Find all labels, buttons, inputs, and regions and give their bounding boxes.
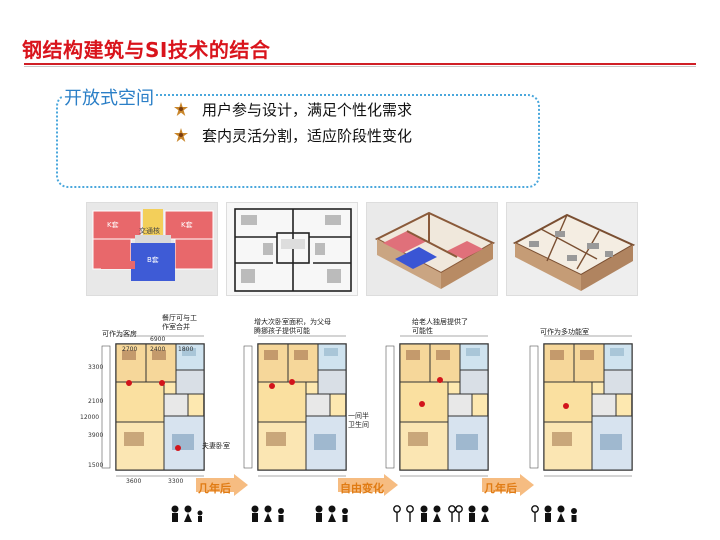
family-icon: [531, 505, 577, 522]
3d-view-thumb: [366, 202, 498, 296]
dim-label: 3300: [88, 364, 104, 371]
plan-caption: 餐厅可与工 作室合并: [162, 314, 197, 331]
dim-label: 3300: [168, 478, 184, 485]
family-icon: [251, 505, 284, 522]
bullet-item: 套内灵活分割，适应阶段性变化: [174, 122, 412, 148]
section-label: 开放式空间: [62, 84, 156, 110]
family-icons-stage4: [392, 505, 472, 523]
dim-label: 3600: [126, 478, 142, 485]
transition-arrow: [482, 474, 534, 496]
plan-caption: 增大次卧室面积，为父母 腾挪孩子提供可能: [254, 318, 331, 335]
module-label: B套: [147, 256, 159, 264]
3d-furnished-thumb: [506, 202, 638, 296]
floor-plans-drawing: [101, 335, 633, 477]
transition-label: 几年后: [198, 482, 231, 495]
star-bullet-icon: [174, 128, 188, 142]
floor-plan-thumb: [226, 202, 358, 296]
title-rule: [24, 63, 696, 65]
transition-arrow: [196, 474, 248, 496]
plan-caption: 可作为客房: [102, 330, 137, 338]
dim-label: 1500: [88, 462, 104, 469]
transition-arrow: [338, 474, 398, 496]
plan-caption: 可作为多功能室: [540, 328, 589, 336]
family-icon: [455, 505, 489, 522]
slide-title: 钢结构建筑与SI技术的结合: [22, 38, 271, 62]
bullet-text: 套内灵活分割，适应阶段性变化: [202, 126, 413, 145]
bullet-box: [56, 94, 540, 188]
dim-label: 2700: [122, 346, 138, 353]
floor-plan-drawing: [227, 203, 357, 295]
family-icons-stage2: [250, 505, 290, 523]
module-label: K套: [181, 221, 193, 229]
3d-unit-drawing: [367, 203, 497, 295]
family-icon: [315, 505, 348, 522]
family-icons-stage5: [454, 505, 494, 523]
title-rule-shadow: [24, 66, 696, 67]
plan-caption: 给老人独居提供了 可能性: [412, 318, 468, 335]
plan-side-note: 一间半 卫生间: [348, 412, 369, 429]
family-icons-stage1: [170, 505, 210, 523]
dim-label: 2100: [88, 398, 104, 405]
plan-row: 可作为客房 餐厅可与工 作室合并 夫妻卧室 增大次卧室面积，为父母 腾挪孩子提供…: [0, 314, 720, 486]
transition-label: 自由变化: [340, 482, 384, 495]
dim-label: 6900: [150, 336, 166, 343]
dim-label: 12000: [80, 414, 100, 421]
star-bullet-icon: [174, 102, 188, 116]
family-icons-stage6: [530, 505, 590, 523]
module-plan-drawing: [87, 203, 217, 295]
bullet-list: 用户参与设计，满足个性化需求 套内灵活分割，适应阶段性变化: [174, 96, 412, 148]
dim-label: 3900: [88, 432, 104, 439]
dim-label: 1800: [178, 346, 194, 353]
bullet-text: 用户参与设计，满足个性化需求: [202, 100, 413, 119]
family-icon: [171, 505, 203, 522]
dim-label: 2400: [150, 346, 166, 353]
module-label: K套: [107, 221, 119, 229]
transition-label: 几年后: [484, 482, 517, 495]
family-icons-stage3: [314, 505, 354, 523]
plan-side-note: 夫妻卧室: [202, 442, 230, 450]
module-plan-thumb: K套 交通核 K套 B套: [86, 202, 218, 296]
module-label: 交通核: [139, 227, 160, 235]
bullet-item: 用户参与设计，满足个性化需求: [174, 96, 412, 122]
family-icon: [393, 505, 456, 522]
3d-furnished-drawing: [507, 203, 637, 295]
